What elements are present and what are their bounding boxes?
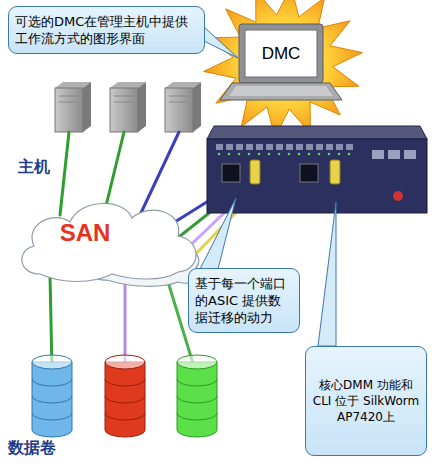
port-led <box>238 153 241 156</box>
callout-box: 核心DMM 功能和 CLI 位于 SilkWorm AP7420上 <box>305 346 427 456</box>
group-label: 主机 <box>18 157 50 178</box>
port <box>286 144 293 150</box>
port-led <box>328 153 331 156</box>
volume-body <box>177 362 217 437</box>
port-led <box>218 153 221 156</box>
volume-ring <box>32 379 72 386</box>
port <box>256 144 263 150</box>
silkworm-device <box>207 126 427 213</box>
starburst <box>204 0 363 138</box>
port-led <box>298 153 301 156</box>
callout-box: 基于每一个端口的ASIC 提供数据迁移的动力 <box>188 268 300 333</box>
port <box>326 144 333 150</box>
port <box>296 144 303 150</box>
volume-top <box>177 355 217 369</box>
volume-ring <box>32 396 72 403</box>
port <box>336 144 343 150</box>
port <box>236 144 243 150</box>
volume-body <box>32 362 72 437</box>
port <box>306 144 313 150</box>
volume-body <box>105 362 145 437</box>
volume-top <box>32 355 72 369</box>
port <box>276 144 283 150</box>
port-led <box>278 153 281 156</box>
node-text: 基于每一个端口的ASIC 提供数据迁移的动力 <box>195 275 293 326</box>
port-led <box>318 153 321 156</box>
port-led <box>248 153 251 156</box>
starburst-shape <box>204 0 363 138</box>
port <box>226 144 233 150</box>
volume-ring <box>177 379 217 386</box>
port-led <box>288 153 291 156</box>
port-led <box>228 153 231 156</box>
port-led <box>308 153 311 156</box>
port <box>266 144 273 150</box>
volume-ring <box>105 413 145 420</box>
node-text: 可选的DMC在管理主机中提供工作流方式的图形界面 <box>15 13 198 47</box>
node-text: SAN <box>60 219 111 247</box>
port <box>246 144 253 150</box>
node-text: 核心DMM 功能和 CLI 位于 SilkWorm AP7420上 <box>312 377 420 425</box>
volume-top <box>105 355 145 369</box>
group-label: 数据卷 <box>8 438 56 459</box>
data-volumes <box>32 355 217 437</box>
volume-ring <box>105 379 145 386</box>
port <box>316 144 323 150</box>
volume-ring <box>32 413 72 420</box>
volume-ring <box>177 413 217 420</box>
san-cloud: SAN <box>12 192 208 287</box>
port-led <box>338 153 341 156</box>
callout-box: 可选的DMC在管理主机中提供工作流方式的图形界面 <box>8 6 205 54</box>
node-text: DMC <box>262 44 301 64</box>
laptop-screen: DMC <box>246 31 316 76</box>
laptop <box>220 24 342 100</box>
port-led <box>348 153 351 156</box>
port <box>216 144 223 150</box>
volume-ring <box>105 396 145 403</box>
port-led <box>268 153 271 156</box>
volume-ring <box>177 396 217 403</box>
port <box>346 144 353 150</box>
host-servers <box>55 82 201 132</box>
port-led <box>258 153 261 156</box>
